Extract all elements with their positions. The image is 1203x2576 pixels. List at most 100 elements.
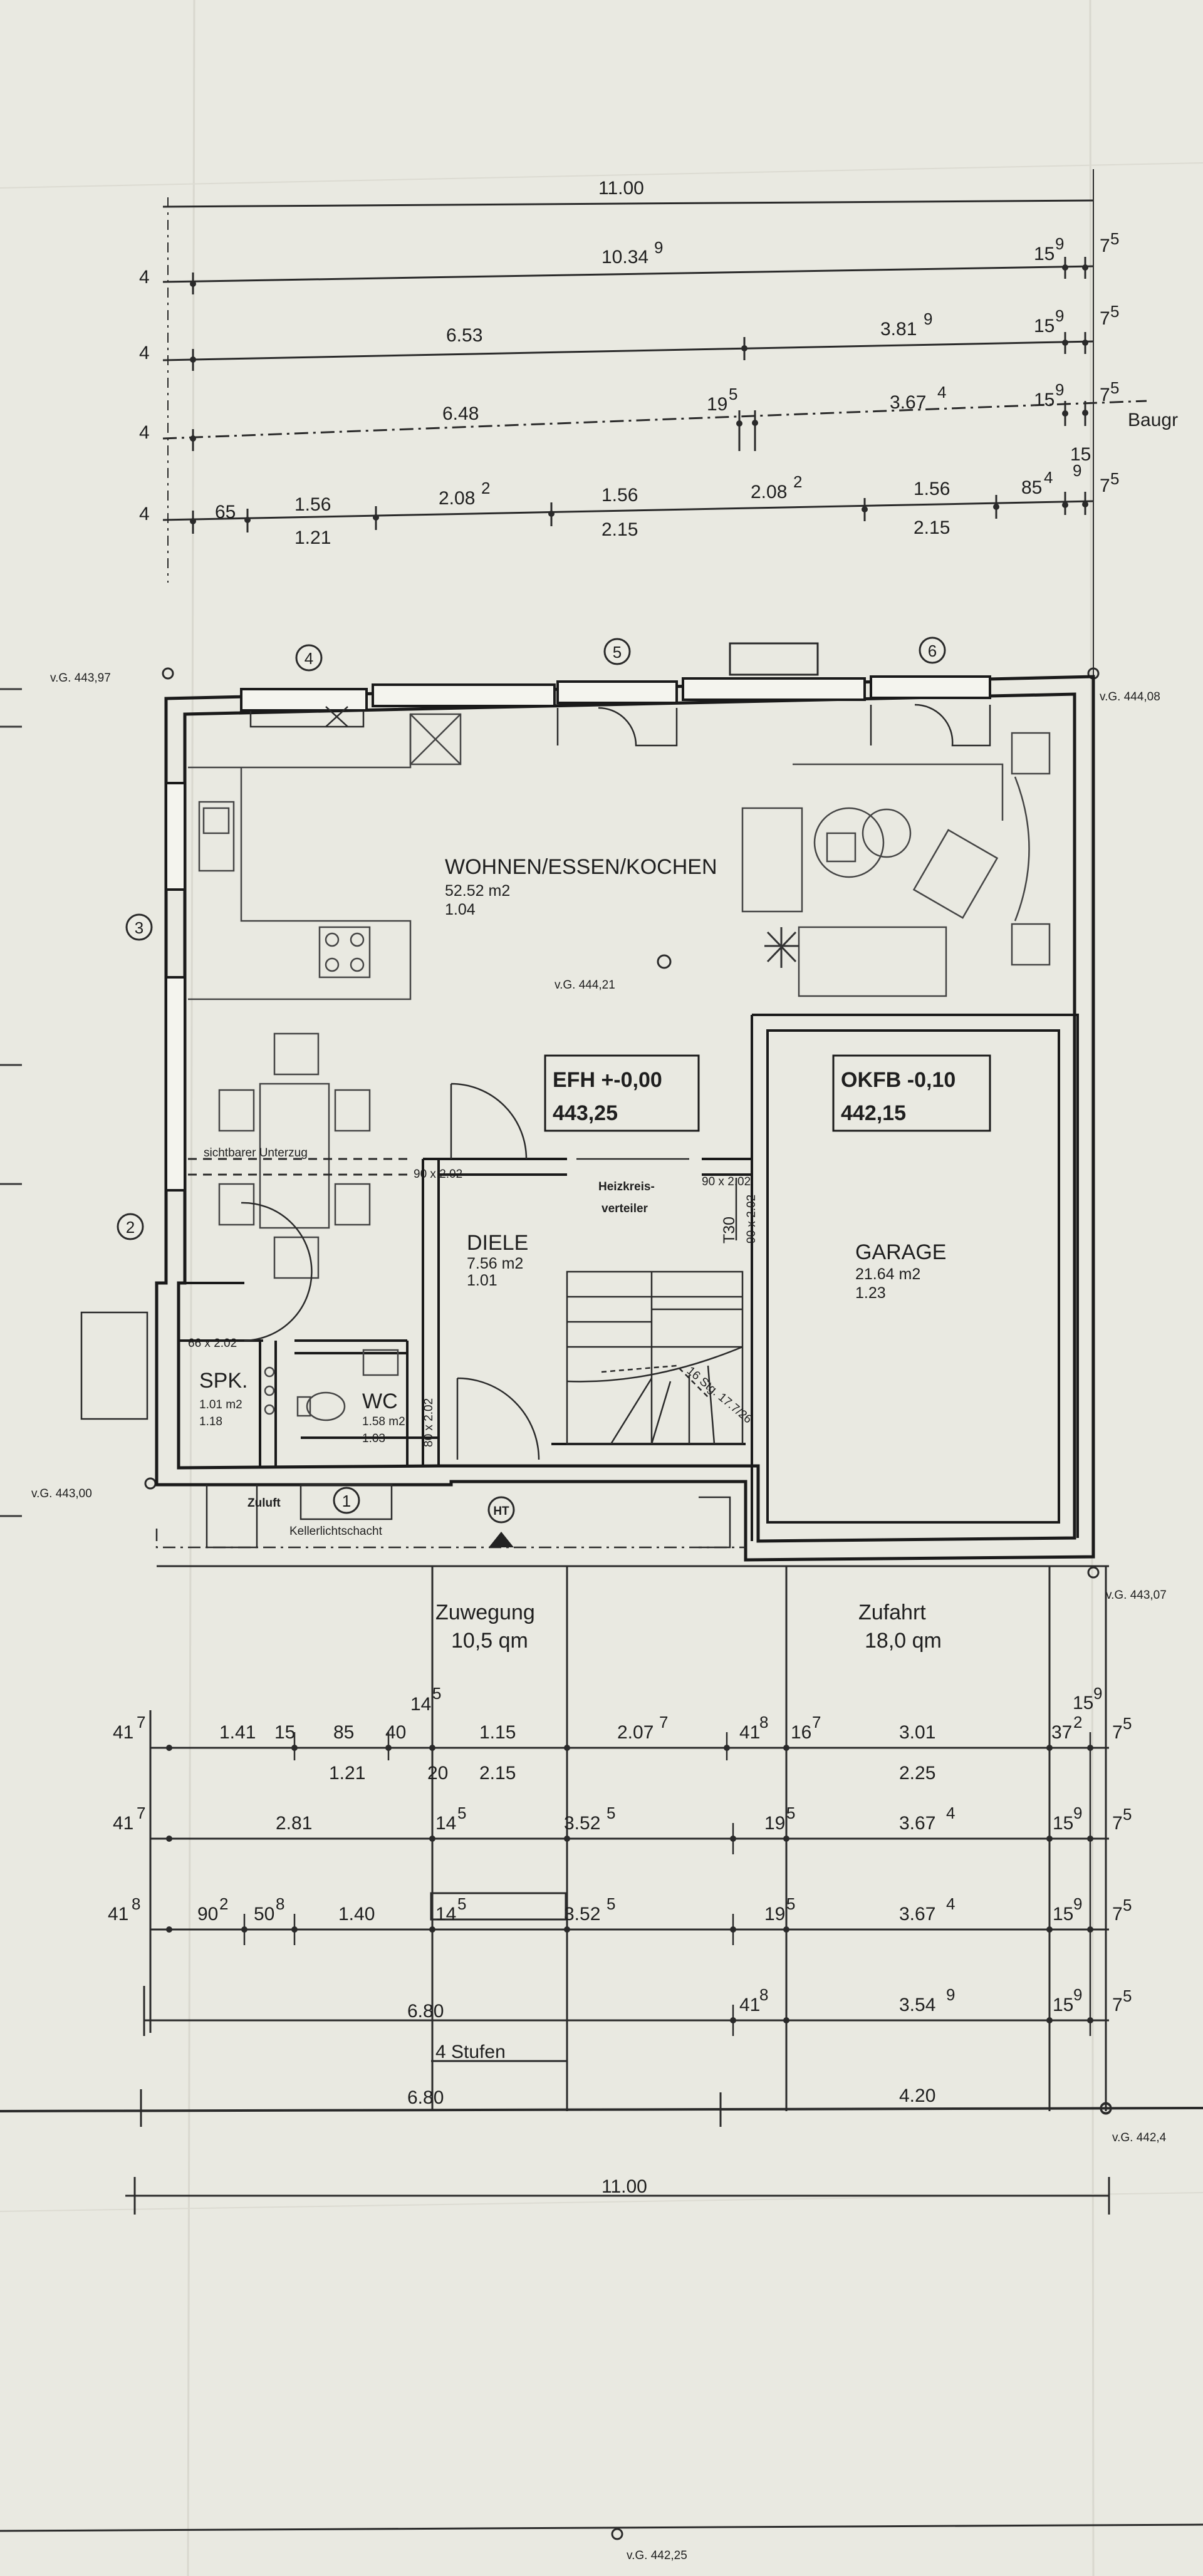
unterzug-label: sichtbarer Unterzug — [204, 1146, 308, 1160]
window-frames — [165, 675, 991, 1192]
dim-label: 41 — [739, 1722, 760, 1743]
dim-label: 4 — [139, 504, 150, 524]
dim-label: 2.08 — [439, 488, 475, 509]
dim-label: 7 — [137, 1713, 145, 1732]
dim-label: 9 — [1055, 234, 1064, 253]
level-top-right: v.G. 444,08 — [1100, 690, 1160, 704]
door-swings — [249, 704, 991, 747]
room-garage-name: GARAGE — [855, 1240, 946, 1264]
room-spk-name: SPK. — [199, 1369, 247, 1393]
axis-label: 4 — [305, 649, 313, 668]
room-living-name: WOHNEN/ESSEN/KOCHEN — [445, 855, 717, 879]
zufahrt-area: 18,0 qm — [865, 1629, 942, 1653]
dim-label: 7 — [1112, 1995, 1123, 2015]
dim-label: 2.15 — [479, 1763, 516, 1784]
kellerlicht-label: Kellerlichtschacht — [289, 1525, 383, 1538]
zufahrt-label: Zufahrt — [858, 1601, 926, 1624]
dim-label: 1.21 — [294, 527, 331, 548]
dim-label: 15 — [1034, 390, 1055, 410]
dim-label: 3.01 — [899, 1722, 935, 1743]
zuluft-label: Zuluft — [247, 1497, 281, 1510]
interior-walls — [179, 1014, 1079, 1541]
dim-label: 15 — [1053, 1904, 1073, 1924]
level-living: v.G. 444,21 — [555, 979, 615, 992]
room-garage-factor: 1.23 — [855, 1284, 886, 1302]
dim-label: 5 — [432, 1684, 441, 1703]
t30-label: T30 — [721, 1217, 738, 1244]
baugrenze-label: Baugr — [1128, 410, 1178, 430]
staircase — [566, 1270, 744, 1445]
dim-label: 9 — [654, 238, 663, 257]
dim-label: 7 — [1100, 475, 1110, 496]
left-edge-marks — [0, 688, 22, 1517]
dim-label: 9 — [1073, 1894, 1082, 1913]
level-top-left: v.G. 443,97 — [50, 672, 111, 685]
dim-label: 9 — [1055, 306, 1064, 325]
dim-label: 2.15 — [602, 519, 638, 540]
door-label-garage: 90 x 2.02 — [745, 1195, 758, 1244]
dim-label: 3.54 — [899, 1995, 935, 2015]
level-bottom-right: v.G. 442,4 — [1112, 2131, 1167, 2144]
dim-label: 90 — [197, 1904, 218, 1924]
dimension-ticks — [190, 264, 1088, 524]
dim-label: 9 — [1073, 1985, 1082, 2004]
room-wc-area: 1.58 m2 — [362, 1415, 405, 1428]
dim-label: 14 — [410, 1694, 431, 1715]
axis-label: 2 — [126, 1218, 135, 1237]
dim-label: 7 — [1100, 385, 1110, 405]
dim-label: 5 — [1110, 469, 1119, 488]
dim-label: 4 — [946, 1894, 955, 1913]
axis-label: 5 — [613, 643, 622, 662]
dim-label: 15 — [1034, 244, 1055, 264]
dim-label: 5 — [607, 1894, 615, 1913]
room-diele-factor: 1.01 — [467, 1272, 497, 1289]
ht-label: HT — [493, 1505, 509, 1518]
dim-label: 37 — [1051, 1722, 1072, 1743]
roof-window — [729, 642, 819, 676]
dim-label: 9 — [1073, 1804, 1082, 1822]
dim-label: 5 — [1110, 378, 1119, 397]
dim-label: 2.08 — [751, 482, 787, 502]
room-diele-area: 7.56 m2 — [467, 1255, 523, 1272]
dim-label: 19 — [764, 1813, 785, 1834]
dim-label: 4 — [139, 267, 150, 288]
dim-label: 15 — [274, 1722, 295, 1743]
door-label-diele: 90 x 2.02 — [414, 1168, 462, 1181]
bottom-ticks — [243, 1732, 1091, 2036]
dim-label: 10.34 — [602, 247, 648, 267]
dim-label: 8 — [132, 1894, 140, 1913]
dim-label: 15 — [1034, 316, 1055, 336]
dim-label: 2 — [481, 479, 490, 497]
dim-label: 9 — [1093, 1684, 1102, 1703]
dim-label: 7 — [1100, 308, 1110, 329]
room-spk-area: 1.01 m2 — [199, 1398, 242, 1411]
zuwegung-area: 10,5 qm — [451, 1629, 528, 1653]
dim-label: 5 — [607, 1804, 615, 1822]
dim-total-width: 11.00 — [598, 178, 644, 199]
axis-marker-6 — [919, 636, 946, 664]
dim-label: 14 — [435, 1904, 456, 1924]
dim-label: 1.15 — [479, 1722, 516, 1743]
dimension-line-row1 — [162, 169, 1094, 677]
dim-label: 6.80 — [407, 2001, 444, 2022]
door-label-wc: 80 x 2.02 — [422, 1398, 435, 1447]
dim-label: 2.15 — [914, 517, 950, 538]
dim-label: 7 — [659, 1713, 668, 1732]
kitchen-counter — [188, 713, 462, 1000]
dim-label: 5 — [1123, 1805, 1132, 1824]
plant-icon — [764, 927, 799, 968]
dim-label: 5 — [1123, 1714, 1132, 1733]
level-mid-right: v.G. 443,07 — [1106, 1589, 1167, 1602]
dim-label: 3.67 — [899, 1813, 935, 1834]
dim-label: 3.52 — [564, 1813, 600, 1834]
dim-label: 7 — [1112, 1813, 1123, 1834]
paper-fold — [0, 162, 1203, 189]
dim-label: 2 — [793, 472, 802, 491]
dim-label: 1.56 — [914, 479, 950, 499]
dim-label: 9 — [1073, 461, 1081, 480]
dim-label: 15 — [1053, 1813, 1073, 1834]
dim-label: 5 — [457, 1804, 466, 1822]
zuwegung-label: Zuwegung — [435, 1601, 535, 1624]
okfb-value: 442,15 — [841, 1101, 906, 1125]
unterzug-line — [188, 1158, 414, 1176]
